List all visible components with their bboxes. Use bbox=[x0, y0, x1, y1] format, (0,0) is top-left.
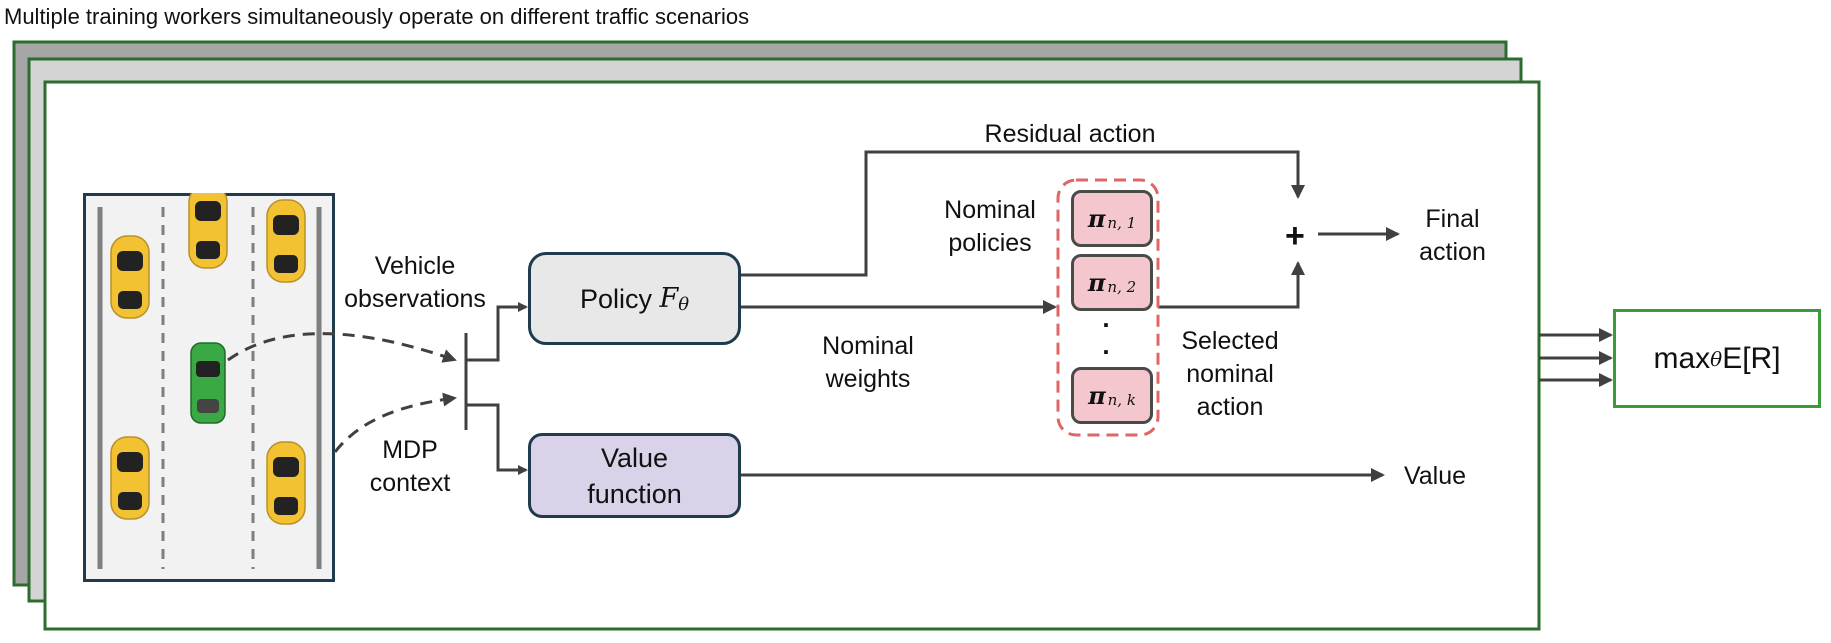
value-function-box: Value function bbox=[528, 433, 741, 518]
final-action-label: Final action bbox=[1419, 205, 1486, 266]
yellow-car-icon bbox=[266, 441, 306, 525]
selected-nominal-action-label: Selected nominal action bbox=[1181, 327, 1279, 421]
ellipsis-dot-2: . bbox=[1102, 330, 1110, 360]
nominal-weights-label: Nominal weights bbox=[822, 332, 914, 393]
traffic-scene-drawing bbox=[97, 193, 322, 569]
sum-operator: + bbox=[1285, 217, 1305, 255]
to-policy-arrow bbox=[466, 302, 528, 362]
mdp-context-label: MDP context bbox=[369, 436, 451, 497]
ellipsis-dot-1: . bbox=[1102, 303, 1110, 333]
observation-dashed-arrow bbox=[227, 332, 457, 363]
yellow-car-icon bbox=[188, 193, 228, 269]
nominal-policies-group bbox=[1056, 178, 1160, 437]
yellow-car-icon bbox=[266, 199, 306, 283]
yellow-car-icon bbox=[110, 436, 150, 520]
yellow-car-icon bbox=[110, 235, 150, 319]
residual-action-label: Residual action bbox=[984, 120, 1156, 148]
to-value-arrow bbox=[466, 403, 528, 475]
nominal-policies-label: Nominal policies bbox=[944, 196, 1036, 257]
context-dashed-arrow bbox=[333, 392, 457, 453]
residual-action-arrow bbox=[741, 150, 1305, 277]
policy-subscript: θ bbox=[678, 293, 690, 315]
vehicle-observations-label: Vehicle observations bbox=[344, 252, 486, 313]
value-output-label: Value bbox=[1403, 462, 1467, 490]
selected-nominal-action-arrow bbox=[1158, 261, 1305, 309]
diagram-caption: Multiple training workers simultaneously… bbox=[4, 4, 750, 29]
policy-symbol: F bbox=[659, 282, 679, 314]
ego-car-icon bbox=[190, 342, 226, 424]
